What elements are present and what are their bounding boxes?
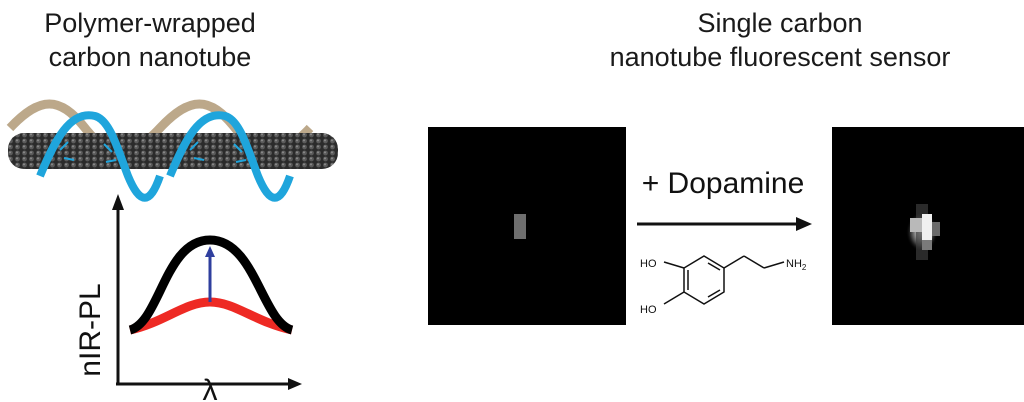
bright-spot [906, 204, 940, 260]
reaction: + Dopamine HO HO NH2 [637, 167, 812, 316]
x-axis-label: λ [203, 374, 218, 402]
polymer-blue-strand [36, 111, 294, 202]
right-title: Single carbon nanotube fluorescent senso… [545, 6, 1015, 74]
nanotube-illustration [6, 99, 338, 202]
hydroxyl-bottom: HO [640, 304, 657, 316]
left-title-line1: Polymer-wrapped [44, 8, 256, 38]
after-curve [128, 235, 294, 335]
left-title-line2: carbon nanotube [48, 42, 252, 72]
left-title: Polymer-wrapped carbon nanotube [0, 6, 300, 74]
faint-spot [514, 214, 526, 239]
dopamine-structure [663, 255, 785, 305]
reaction-label: + Dopamine [642, 167, 805, 200]
reaction-arrow-head [796, 217, 812, 231]
polymer-sidechains [59, 141, 247, 163]
hydroxyl-top: HO [640, 258, 657, 270]
spectrum-plot: nIR-PL λ [74, 194, 302, 402]
y-axis-arrowhead [112, 194, 124, 210]
amine-group: NH2 [786, 258, 807, 272]
after-image [832, 127, 1024, 325]
before-image [428, 127, 626, 325]
y-axis-label: nIR-PL [74, 283, 107, 376]
x-axis-arrowhead [288, 378, 302, 390]
increase-arrow-head [205, 246, 215, 257]
right-title-line1: Single carbon [697, 8, 863, 38]
right-title-line2: nanotube fluorescent sensor [609, 42, 951, 72]
